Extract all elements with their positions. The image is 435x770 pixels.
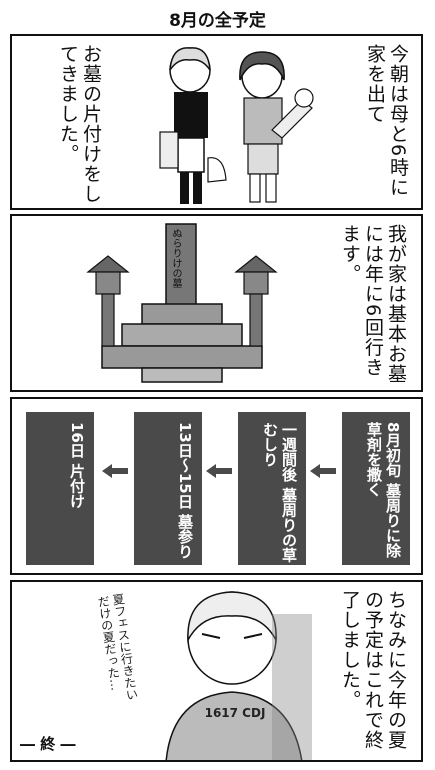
woman-cdj-shirt-illustration xyxy=(165,591,312,760)
page-title: 8月の全予定 xyxy=(169,11,266,31)
narration-grave-visits: 我が家は基本お墓には年に6回行きます。 xyxy=(339,224,407,384)
shirt-print: 1617 CDJ xyxy=(204,706,266,720)
schedule-step-2: 一週間後 墓周りの草むしり xyxy=(238,412,306,565)
narration-summer-end: ちなみに今年の夏の予定はこれで終了しました。 xyxy=(339,590,407,750)
schedule-step-1-text: 8月初旬 墓周りに除草剤を撒く xyxy=(365,422,402,558)
handwritten-aside: 夏フェスに行きたいだけの夏だった… xyxy=(95,592,140,702)
grave-illustration xyxy=(86,223,278,383)
schedule-step-1: 8月初旬 墓周りに除草剤を撒く xyxy=(342,412,410,565)
narration-left: お墓の片付けをしてきました。 xyxy=(57,44,102,204)
woman-right-figure xyxy=(239,51,314,203)
schedule-step-4: 16日 片付け xyxy=(26,412,94,565)
arrow-left-icon xyxy=(310,464,336,478)
narration-right: 今朝は母と6時に家を出て xyxy=(364,44,409,198)
arrow-left-icon xyxy=(206,464,232,478)
woman-left-figure xyxy=(159,47,227,204)
grave-inscription: ぬらりけの墓 xyxy=(170,228,181,288)
arrow-left-icon xyxy=(102,464,128,478)
schedule-step-4-text: 16日 片付け xyxy=(68,422,86,509)
stone-lantern-left xyxy=(86,255,130,347)
comic-panel-3-schedule: 8月初旬 墓周りに除草剤を撒く 一週間後 墓周りの草むしり 13日〜15日 墓参… xyxy=(10,397,423,575)
comic-panel-4: ちなみに今年の夏の予定はこれで終了しました。 夏フェスに行きたいだけの夏だった…… xyxy=(10,580,423,762)
schedule-step-3-text: 13日〜15日 墓参り xyxy=(176,422,194,559)
two-women-illustration xyxy=(159,47,314,204)
end-mark: ― 終 ― xyxy=(20,735,76,753)
comic-panel-1: 今朝は母と6時に家を出て お墓の片付けをしてきました。 xyxy=(10,34,423,210)
schedule-step-2-text: 一週間後 墓周りの草むしり xyxy=(261,422,298,563)
schedule-step-3: 13日〜15日 墓参り xyxy=(134,412,202,565)
stone-lantern-right xyxy=(234,255,278,347)
comic-panel-2: 我が家は基本お墓には年に6回行きます。 ぬらりけの墓 xyxy=(10,214,423,392)
